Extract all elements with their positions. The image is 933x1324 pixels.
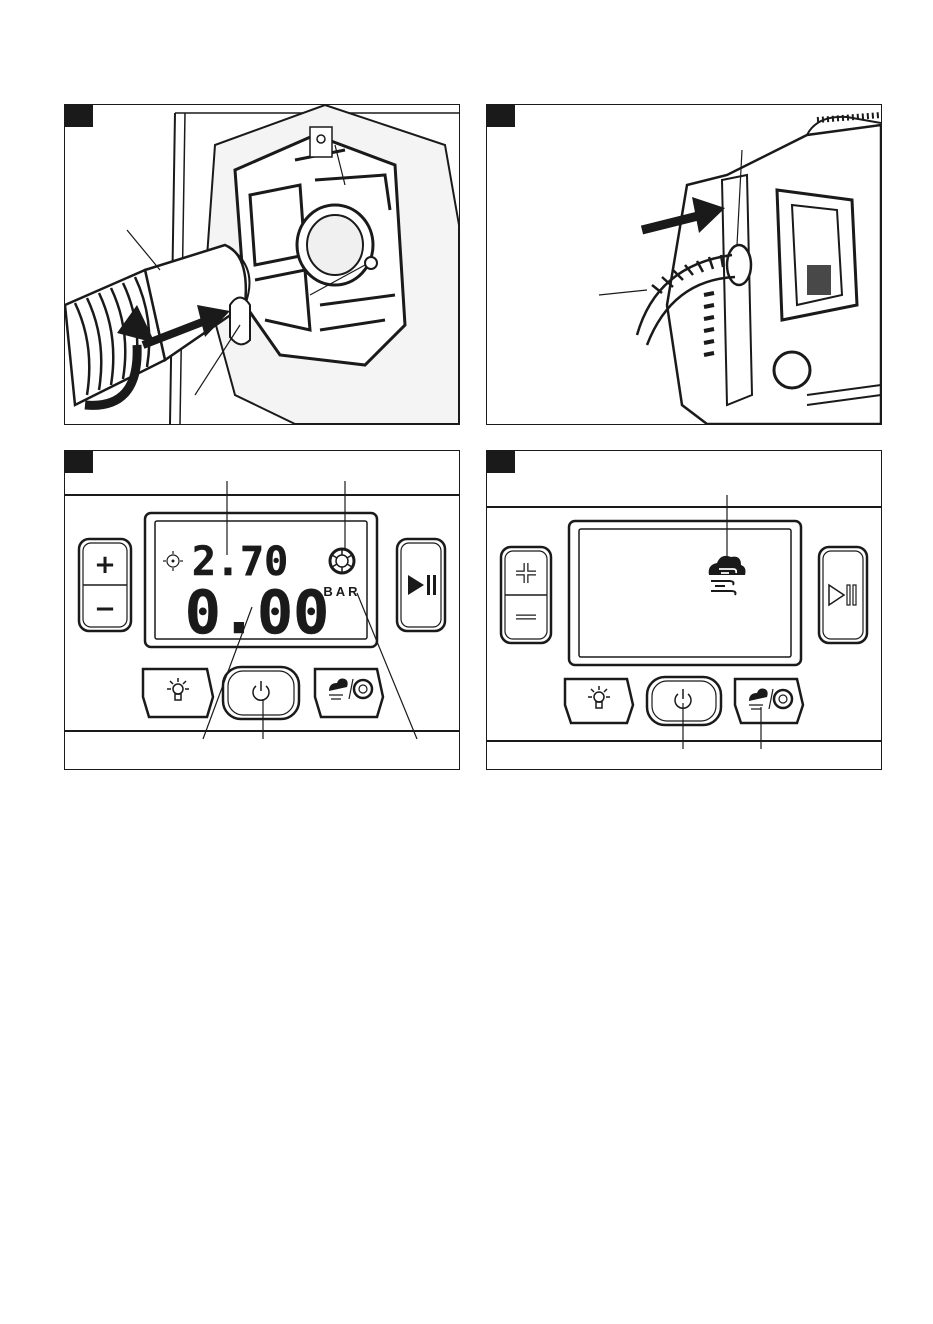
figure-2-panel [486, 104, 882, 425]
play-pause-button[interactable] [397, 539, 445, 631]
figure-2-illustration [487, 105, 881, 424]
control-panel-fig3: + − 2.70 0.00 BAR [65, 451, 459, 769]
control-panel-fig4 [487, 451, 881, 769]
figure-1-illustration [65, 105, 459, 424]
power-button[interactable] [223, 667, 299, 719]
figure-4-panel [486, 450, 882, 770]
plus-minus-button[interactable]: + − [79, 539, 131, 631]
lcd-display: 2.70 0.00 BAR [145, 513, 377, 648]
plus-minus-button[interactable] [501, 547, 551, 643]
side-port [727, 245, 751, 285]
plus-label: + [94, 550, 116, 580]
light-button[interactable] [143, 669, 213, 717]
lower-value: 0.00 [185, 578, 330, 648]
mode-button[interactable] [735, 679, 803, 723]
figure-tag [487, 105, 515, 127]
minus-label: − [94, 594, 116, 624]
figure-tag [65, 451, 93, 473]
power-button[interactable] [647, 677, 721, 725]
figure-tag [487, 451, 515, 473]
figure-3-panel: + − 2.70 0.00 BAR [64, 450, 460, 770]
unit-label: BAR [323, 584, 360, 599]
figure-1-panel [64, 104, 460, 425]
figure-tag [65, 105, 93, 127]
play-pause-button[interactable] [819, 547, 867, 643]
lcd-display [569, 521, 801, 665]
light-button[interactable] [565, 679, 633, 723]
mode-button[interactable] [315, 669, 383, 717]
